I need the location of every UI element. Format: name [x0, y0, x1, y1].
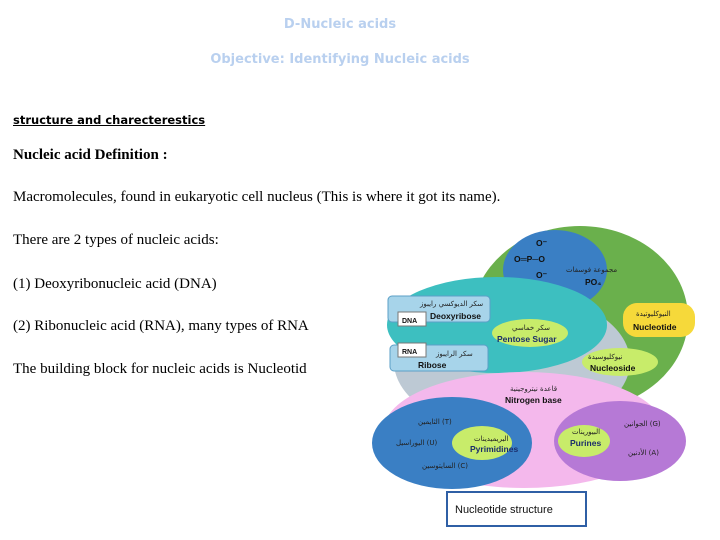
phosphate-oxygen-top: O⁻: [536, 238, 548, 248]
type-rna: (2) Ribonucleic acid (RNA), many types o…: [13, 318, 309, 334]
nucleotide-label-ar: النيوكليوتيدة: [636, 310, 671, 318]
dna-tag-box: [397, 311, 427, 327]
nitrogen-base-label-ar: قاعدة نيتروجينية: [510, 385, 557, 393]
phosphate-label-en: PO₄: [585, 277, 601, 287]
caption-box: [446, 491, 587, 527]
purines-label-ar: البيورينات: [572, 428, 600, 436]
nucleoside-label-ar: نيوكليوسيدة: [588, 353, 622, 361]
objective-title: Objective: Identifying Nucleic acids: [210, 52, 470, 67]
page-title: D-Nucleic acids: [283, 17, 397, 32]
nitrogen-base-label-en: Nitrogen base: [505, 395, 562, 405]
cytosine-label: السايتوسين (C): [422, 462, 468, 470]
purines-blob: [558, 425, 610, 457]
purines-label-en: Purines: [570, 438, 601, 448]
uracil-label: اليوراسيل (U): [396, 439, 438, 447]
nucleoside-label-en: Nucleoside: [590, 363, 636, 373]
ribose-label-ar: سكر الرايبوز: [435, 350, 473, 358]
definition-heading: Nucleic acid Definition :: [13, 147, 168, 163]
pentose-label-ar: سكر خماسي: [512, 324, 550, 332]
nucleotide-label-box: [623, 303, 695, 337]
deoxyribose-label-ar: سكر الديوكسي رايبوز: [419, 300, 483, 308]
pyrimidines-label-ar: البريميدينات: [474, 435, 509, 443]
thymine-label: الثايمين (T): [418, 418, 452, 426]
pyrimidines-label-en: Pyrimidines: [470, 444, 518, 454]
pyrimidines-blob: [452, 426, 512, 460]
dna-tag: DNA: [402, 318, 417, 325]
nucleotide-label-en: Nucleotide: [633, 322, 677, 332]
purines-ellipse: [554, 401, 686, 481]
guanine-label: الجوانين (G): [624, 420, 661, 428]
type-dna: (1) Deoxyribonucleic acid (DNA): [13, 276, 217, 292]
phosphate-formula: O═P─O: [514, 254, 545, 264]
types-intro: There are 2 types of nucleic acids:: [13, 232, 219, 248]
rna-tag-box: [397, 342, 427, 358]
phosphate-oxygen-bottom: O⁻: [536, 270, 548, 280]
building-block: The building block for nucleic acids is …: [13, 361, 307, 377]
phosphate-label-ar: مجموعة فوسفات: [566, 266, 617, 274]
pentose-label-en: Pentose Sugar: [497, 334, 557, 344]
adenine-label: الأدنين (A): [628, 448, 659, 457]
section-subheading: structure and charecterestics: [13, 113, 206, 127]
nucleoside-blob: [582, 348, 658, 376]
ribose-label-en: Ribose: [418, 360, 447, 370]
deoxyribose-label-en: Deoxyribose: [430, 311, 481, 321]
definition-text: Macromolecules, found in eukaryotic cell…: [13, 189, 501, 205]
pentose-blob: [492, 319, 568, 347]
rna-tag: RNA: [402, 349, 417, 356]
diagram-caption: Nucleotide structure: [455, 504, 553, 516]
